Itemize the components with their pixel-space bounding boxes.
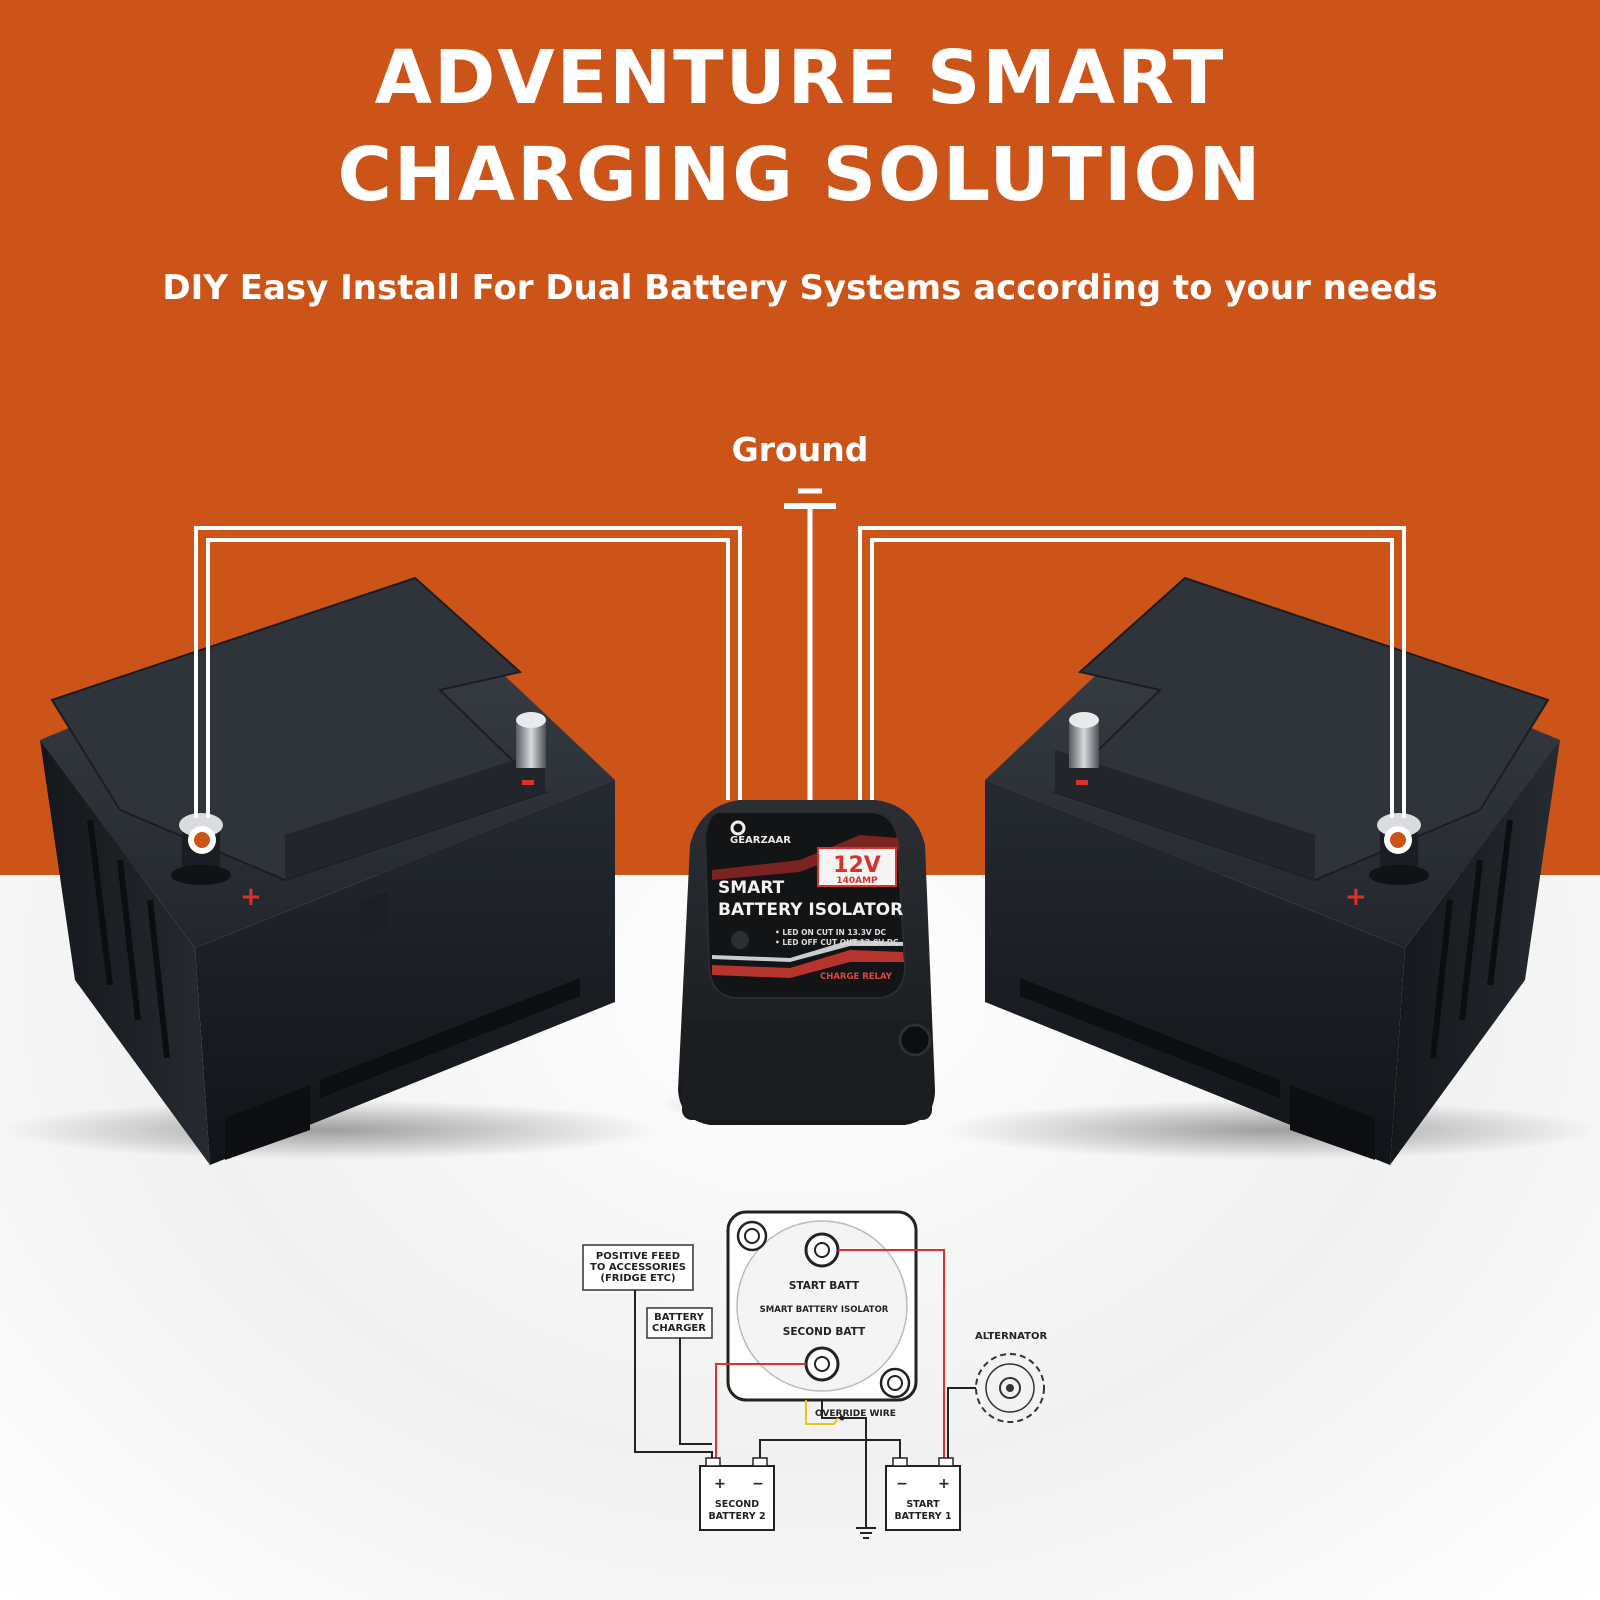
diagram-second-battery: + − SECOND BATTERY 2 [699,1457,775,1531]
diagram-positive-feed-box [582,1244,694,1291]
diagram-alternator-label: ALTERNATOR [975,1331,1047,1342]
diagram-charger-line-1: BATTERY [654,1312,704,1323]
ground-label: Ground [731,430,869,469]
connection-wires [194,505,1406,818]
right-battery-plus-symbol: + [1345,882,1367,912]
diagram-isolator-label: SMART BATTERY ISOLATOR [760,1305,889,1315]
diagram-positive-feed-line-1: POSITIVE FEED [596,1251,680,1262]
svg-text:−: − [896,1476,908,1492]
isolator-charge-relay: CHARGE RELAY [820,972,893,982]
isolator-spec-2: • LED OFF CUT OUT 12.8V DC [775,938,899,947]
diagram-second-battery-line-2: BATTERY 2 [708,1511,765,1522]
isolator-name-line-1: SMART [718,878,785,898]
diagram-override-wire-label: OVERRIDE WIRE [815,1409,896,1419]
right-battery: + [985,576,1560,1165]
left-battery-shadow [0,1100,660,1160]
diagram-positive-feed-line-3: (FRIDGE ETC) [600,1273,675,1284]
diagram-start-battery-line-2: BATTERY 1 [894,1511,951,1522]
diagram-alternator-icon [975,1353,1045,1423]
right-battery-shadow [940,1100,1600,1160]
isolator-name-line-2: BATTERY ISOLATOR [718,900,903,920]
diagram-second-battery-line-1: SECOND [715,1499,759,1510]
subtitle: DIY Easy Install For Dual Battery System… [162,268,1438,308]
left-battery-plus-symbol: + [240,882,262,912]
headline-line-2: CHARGING SOLUTION [337,132,1263,218]
isolator-spec-1: • LED ON CUT IN 13.3V DC [775,928,887,937]
svg-text:+: + [714,1476,726,1492]
left-battery: + [40,576,615,1165]
diagram-second-batt-label: SECOND BATT [783,1326,866,1338]
isolator-amperage: 140AMP [836,876,878,886]
diagram-charger-line-2: CHARGER [652,1323,706,1334]
headline-line-1: ADVENTURE SMART [374,35,1226,121]
svg-text:+: + [938,1476,950,1492]
diagram-positive-feed-line-2: TO ACCESSORIES [590,1262,686,1273]
headline: ADVENTURE SMART CHARGING SOLUTION [0,30,1600,224]
isolator-led [731,931,749,949]
isolator-voltage: 12V [833,853,881,878]
smart-battery-isolator-device: GEARZAAR 12V 140AMP SMART BATTERY ISOLAT… [678,800,935,1125]
isolator-brand: GEARZAAR [730,835,791,846]
svg-text:−: − [752,1476,764,1492]
diagram-start-batt-label: START BATT [789,1280,860,1292]
ground-symbol [784,488,836,509]
wiring-diagram: START BATT SMART BATTERY ISOLATOR SECOND… [582,1210,1047,1539]
diagram-start-battery: − + START BATTERY 1 [885,1457,961,1531]
diagram-start-battery-line-1: START [906,1499,940,1510]
